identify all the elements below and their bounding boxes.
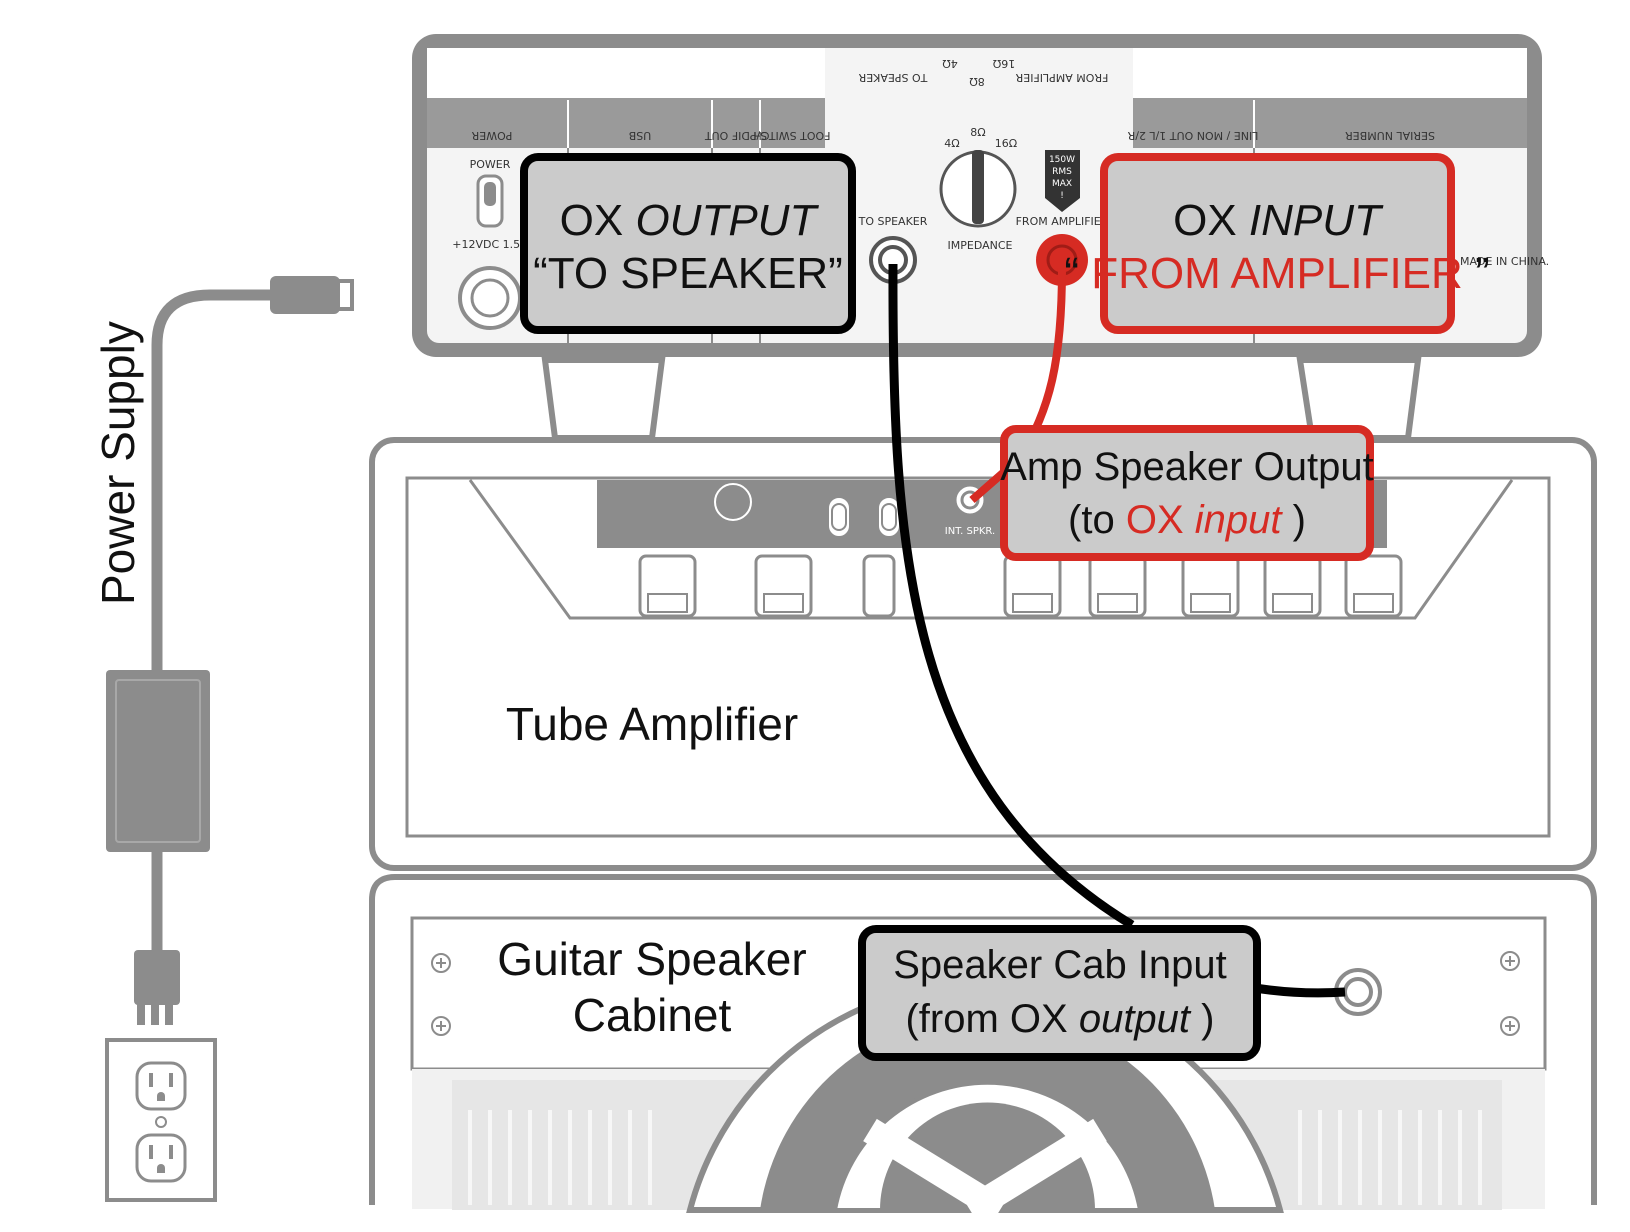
rating-line-4: ! [1060,191,1064,201]
ox-output-line2: “TO SPEAKER” [533,249,843,298]
amp-output-red-emph: input [1195,498,1284,542]
rating-line-2: RMS [1052,167,1072,177]
impedance-label: IMPEDANCE [948,239,1013,252]
svg-text:OX OUTPUT: OX OUTPUT [560,196,820,245]
svg-text:(from OX output ): (from OX output ) [905,997,1214,1041]
ox-input-emph: INPUT [1249,196,1384,245]
int-spkr-label: INT. SPKR. [945,526,995,537]
cabinet-label-line2: Cabinet [573,989,732,1041]
svg-text:(to OX input: (to OX input ) [1068,498,1306,542]
power-plug-tip [336,279,354,311]
impedance-tick-8: 8Ω [970,126,985,139]
strip-label-line-mon: LINE / MON OUT 1/L 2/R [1127,129,1258,142]
made-in-label: MADE IN CHINA. [1460,255,1549,268]
callout-ox-input: OX INPUT “ FROM AMPLIFIER ” [1064,153,1490,334]
callout-amp-output: Amp Speaker Output (to OX input ) [1000,425,1374,561]
from-amplifier-jack-label: FROM AMPLIFIER [1016,215,1109,228]
strip-label-usb: USB [629,129,652,142]
strip-label-serial: SERIAL NUMBER [1345,129,1435,142]
wall-outlet [105,1038,217,1202]
strip-label-power: POWER [471,129,512,142]
dc-input-label: +12VDC 1.5A [452,238,528,251]
amp-output-open: (to [1068,498,1126,542]
amp-output-red: OX [1126,498,1195,542]
callout-cab-input: Speaker Cab Input (from OX output ) [858,925,1261,1061]
amp-output-close: ) [1293,498,1306,542]
ox-input-open-quote: “ [1064,249,1079,298]
power-plug-connector [270,276,340,314]
from-amplifier-jack [1036,234,1088,286]
cab-input-line1: Speaker Cab Input [893,943,1227,987]
power-switch-label: POWER [470,158,511,171]
cab-input-emph: output [1079,997,1192,1041]
ox-mirrored-labels: TO SPEAKER 4Ω 8Ω 16Ω FROM AMPLIFIER POWE… [471,57,1435,142]
to-speaker-jack-label: TO SPEAKER [858,215,928,228]
wall-plug [134,950,180,1005]
top-label-4ohm: 4Ω [942,57,957,70]
cab-input-close: ) [1201,997,1214,1041]
rating-line-1: 150W [1049,155,1075,165]
top-label-8ohm: 8Ω [969,75,984,88]
ox-input-prefix: OX [1173,196,1237,245]
impedance-tick-16: 16Ω [995,137,1017,150]
svg-text:“ FROM AMPLIFIER ”: “ FROM AMPLIFIER ” [1064,249,1489,298]
ox-label-strip-left [427,98,825,148]
callout-ox-output: OX OUTPUT “TO SPEAKER” [520,153,856,334]
ox-label-strip-right [1133,98,1527,148]
amp-label: Tube Amplifier [506,698,798,750]
svg-text:OX INPUT: OX INPUT [1173,196,1384,245]
ox-output-emph: OUTPUT [635,196,819,245]
impedance-tick-4: 4Ω [944,137,959,150]
top-label-to-speaker: TO SPEAKER [858,71,928,84]
strip-label-footswitch: FOOT SWITCH [754,129,831,142]
power-cable-upper [151,289,280,670]
cabinet-label-line1: Guitar Speaker [497,933,806,985]
power-supply: Power Supply [92,276,354,1025]
top-label-16ohm: 16Ω [993,57,1015,70]
power-adapter-brick [106,670,210,852]
strip-label-spdif: S/PDIF OUT [705,129,768,142]
power-supply-label: Power Supply [92,321,144,605]
ox-input-red: FROM AMPLIFIER [1091,249,1463,298]
speaker-cabinet: Guitar Speaker Cabinet [369,874,1597,1222]
ox-output-prefix: OX [560,196,624,245]
cab-input-open: (from OX [905,997,1078,1041]
black-cable-to-cab [888,263,1135,929]
rating-line-3: MAX [1052,179,1072,189]
power-rating-badge [1045,150,1080,212]
top-label-from-amplifier: FROM AMPLIFIER [1015,71,1108,84]
ox-input-close-quote: ” [1475,249,1490,298]
amp-output-line1: Amp Speaker Output [1000,445,1374,489]
tube-amplifier: INT. SPKR. Tube Amplifier [369,437,1597,871]
